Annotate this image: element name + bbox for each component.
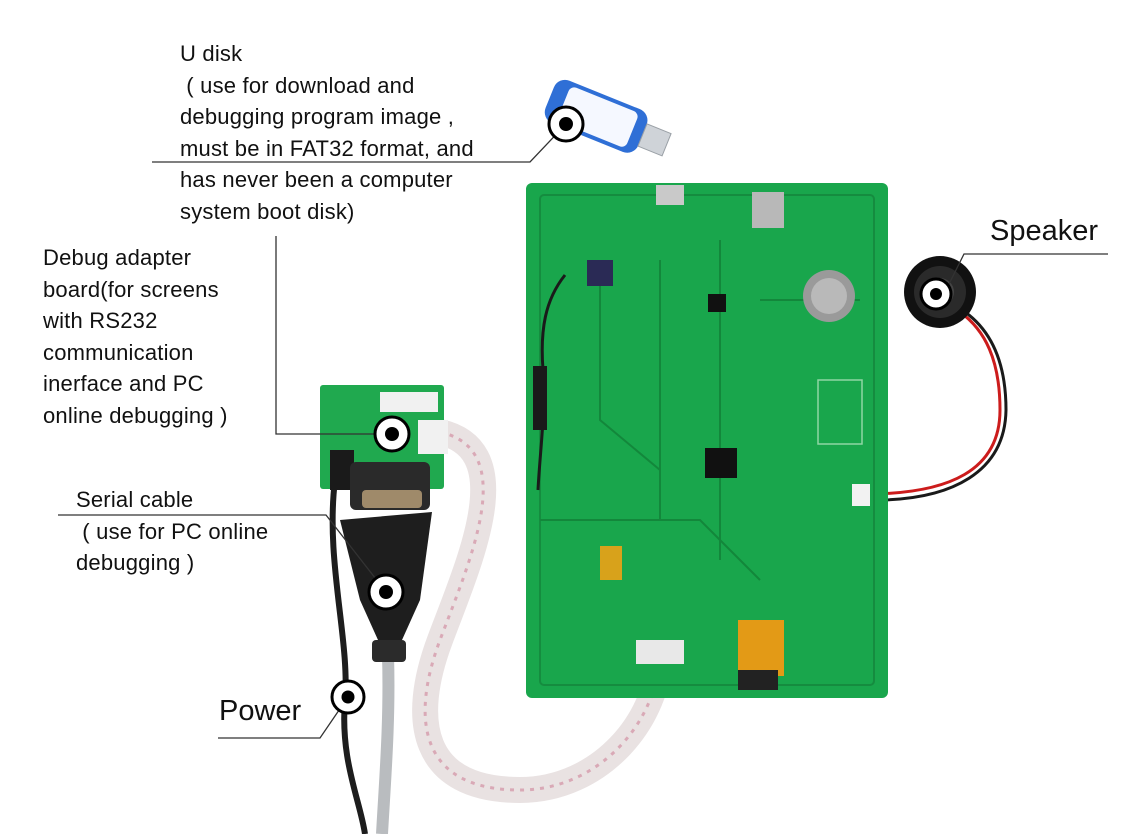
serial-cable-label: Serial cable ( use for PC online debuggi…: [76, 487, 269, 575]
speaker-wire-black: [865, 310, 1008, 502]
debug-adapter-label: Debug adapter board(for screens with RS2…: [43, 245, 228, 428]
callout-marker-speaker: [919, 277, 953, 311]
db9-connector: [340, 462, 432, 662]
speaker-label: Speaker: [990, 215, 1099, 247]
callout-marker-serial-cable: [367, 573, 405, 611]
serial-wire: [376, 654, 395, 834]
callout-marker-power: [330, 679, 366, 715]
udisk-label: U disk ( use for download and debugging …: [180, 41, 474, 224]
ribbon-cable: [412, 419, 673, 804]
callout-marker-debug-adapter: [373, 415, 411, 453]
callout-marker-udisk: [547, 105, 585, 143]
main-pcb: [526, 183, 888, 698]
udisk-illustration: [544, 79, 672, 157]
speaker-wire-red: [865, 310, 1002, 496]
power-label: Power: [219, 695, 302, 727]
